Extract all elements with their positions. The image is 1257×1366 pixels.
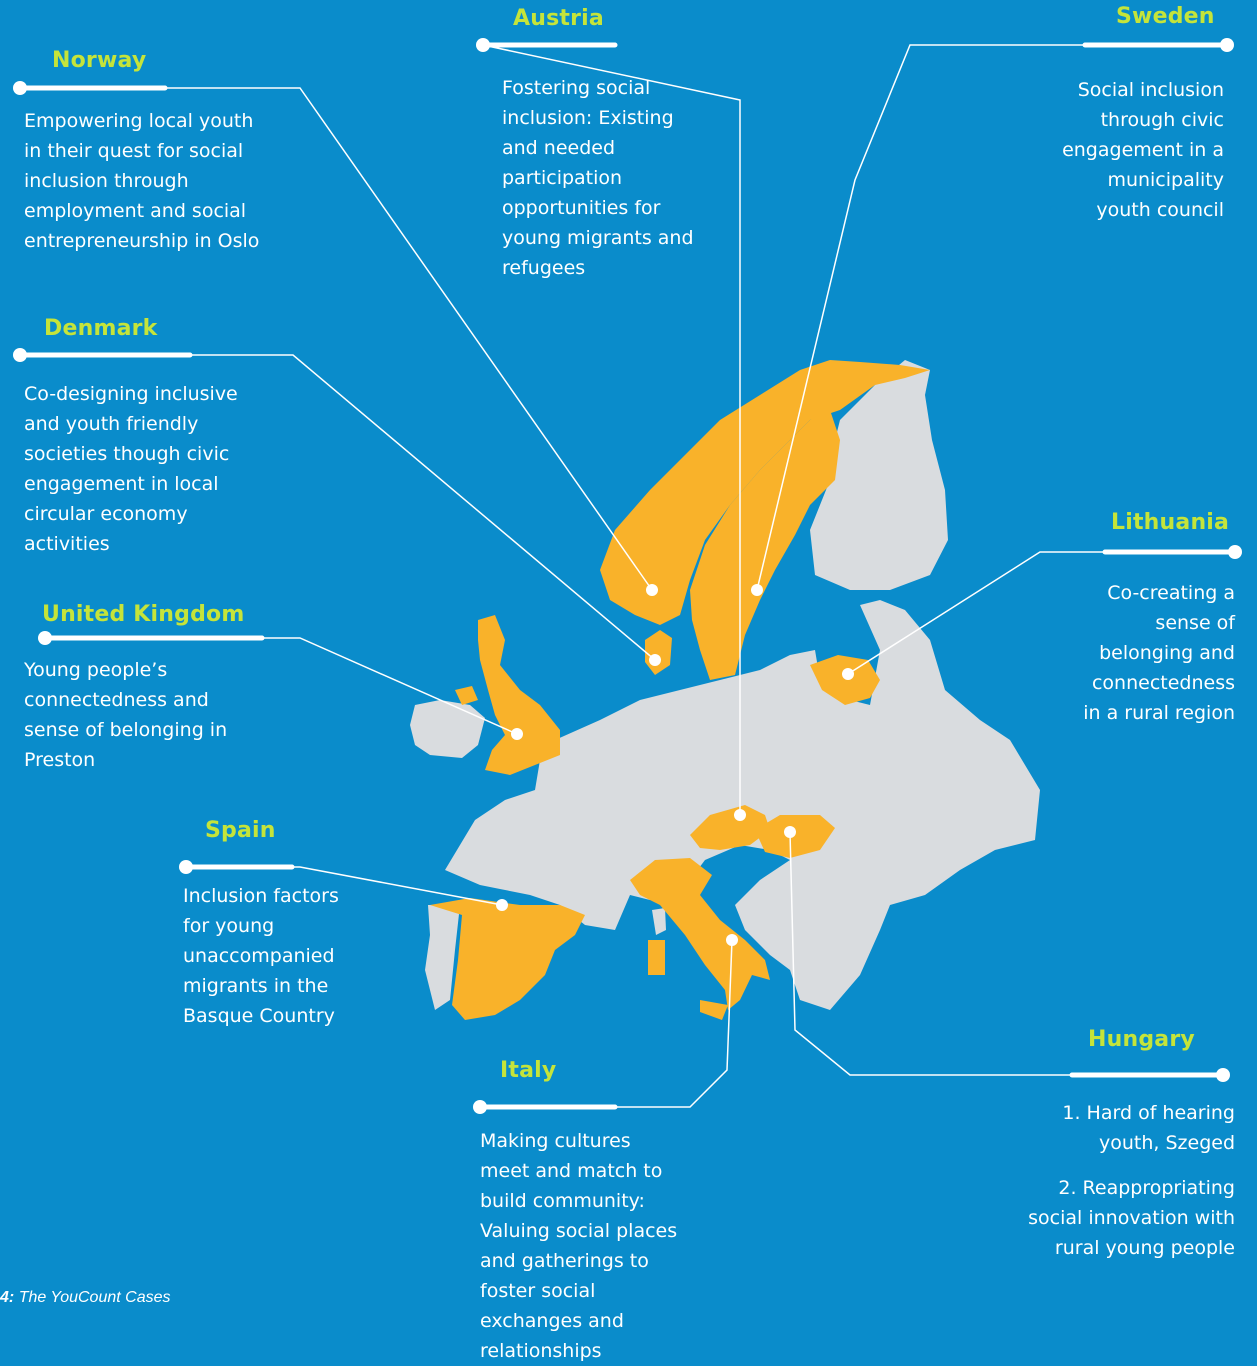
denmark-shape xyxy=(645,630,672,675)
sardinia-shape xyxy=(648,940,665,975)
hungary-title: Hungary xyxy=(1088,1027,1195,1052)
sweden-shape xyxy=(690,410,840,680)
hungary-description-1: 1. Hard of hearing youth, Szeged xyxy=(1062,1102,1235,1154)
other-countries xyxy=(410,360,1040,1010)
denmark-description: Co-designing inclusive and youth friendl… xyxy=(24,383,238,555)
norway-description: Empowering local youth in their quest fo… xyxy=(24,110,260,252)
austria-title: Austria xyxy=(513,6,604,31)
hungary-connector xyxy=(789,831,1223,1076)
ireland-shape xyxy=(410,700,485,758)
norway-shape xyxy=(600,360,930,625)
hungary-marker xyxy=(784,826,796,838)
denmark-marker xyxy=(649,654,661,666)
finland-shape xyxy=(810,378,948,590)
case-countries xyxy=(430,360,930,1020)
austria-marker xyxy=(734,809,746,821)
sweden-marker xyxy=(751,584,763,596)
italy-title: Italy xyxy=(500,1058,557,1083)
preston-marker xyxy=(511,728,523,740)
sweden-title: Sweden xyxy=(1116,4,1215,29)
united-kingdom-title: United Kingdom xyxy=(42,602,245,627)
connector-bars xyxy=(17,42,1238,1110)
austria-connector xyxy=(482,44,741,815)
northern-ireland-shape xyxy=(455,686,478,705)
figure-caption: 4: The YouCount Cases xyxy=(0,1289,171,1307)
spain-shape xyxy=(430,898,585,1020)
spain-marker xyxy=(496,899,508,911)
figure-caption-number: 4: xyxy=(0,1289,15,1306)
spain-title: Spain xyxy=(205,818,276,843)
spain-description: Inclusion factors for young unaccompanie… xyxy=(183,885,339,1027)
sweden-description: Social inclusion through civic engagemen… xyxy=(1062,79,1224,221)
italy-shape xyxy=(630,858,770,1010)
italy-description: Making cultures meet and match to build … xyxy=(480,1130,678,1362)
united-kingdom-description: Young people’s connectedness and sense o… xyxy=(24,659,228,771)
oslo-marker xyxy=(646,584,658,596)
italy-marker xyxy=(726,934,738,946)
sicily-shape xyxy=(700,1000,728,1020)
norway-title: Norway xyxy=(52,48,147,73)
austria-description: Fostering social inclusion: Existing and… xyxy=(502,77,694,279)
austria-shape xyxy=(690,805,770,850)
figure-caption-text: The YouCount Cases xyxy=(18,1289,171,1306)
hungary-shape xyxy=(755,815,835,858)
lithuania-description: Co-creating a sense of belonging and con… xyxy=(1083,582,1235,724)
lithuania-shape xyxy=(810,655,880,705)
portugal-shape xyxy=(425,905,460,1010)
denmark-title: Denmark xyxy=(44,316,158,341)
connector-dots xyxy=(13,38,1242,1114)
hungary-description-2: 2. Reappropriating social innovation wit… xyxy=(1028,1177,1235,1259)
sweden-connector xyxy=(756,44,1227,591)
continental-europe-shape xyxy=(445,600,1040,1010)
uk-shape xyxy=(478,615,560,775)
corsica-shape xyxy=(652,908,666,935)
lithuania-title: Lithuania xyxy=(1111,510,1230,535)
lithuania-marker xyxy=(842,668,854,680)
